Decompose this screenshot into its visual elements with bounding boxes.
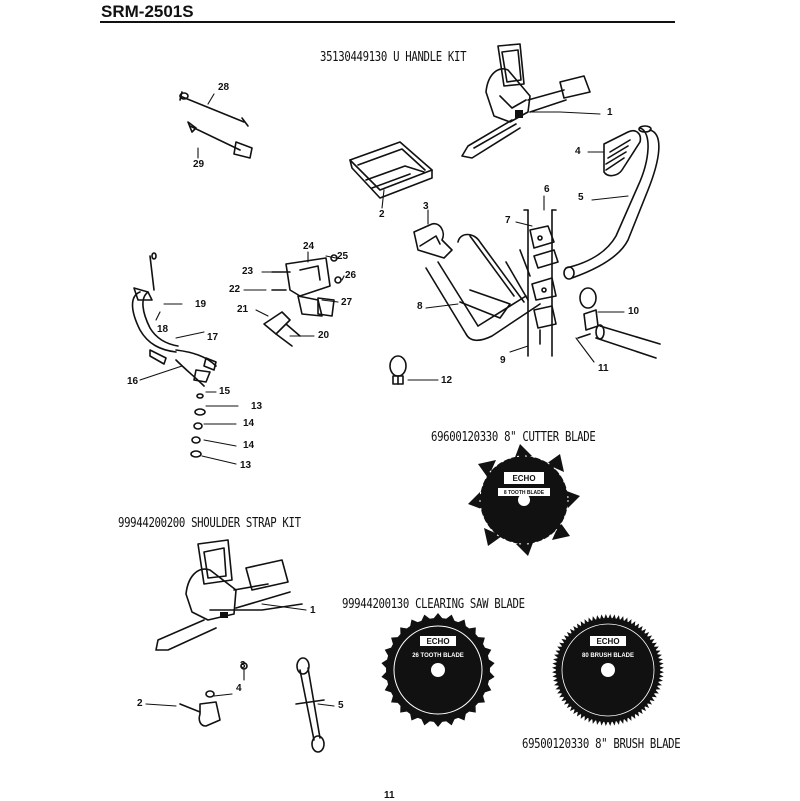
callout-3: 3 <box>423 201 429 212</box>
cutter-blade-drawing: ECHO 8 TOOTH BLADE <box>468 444 580 556</box>
strap-callout-4: 4 <box>236 683 242 694</box>
cutter-blade-name: 8 TOOTH BLADE <box>504 490 545 496</box>
callout-19: 19 <box>195 299 207 310</box>
callout-10: 10 <box>628 306 640 317</box>
washer-stack-drawing <box>190 393 206 458</box>
clearing-saw-blade-drawing: ECHO 26 TOOTH BLADE <box>381 613 495 727</box>
callout-28: 28 <box>218 82 230 93</box>
u-handle-kit-title: 35130449130 U HANDLE KIT <box>320 50 467 65</box>
cutter-blade-title: 69600120330 8" CUTTER BLADE <box>431 430 596 445</box>
callout-1: 1 <box>607 107 613 118</box>
clearing-blade-brand: ECHO <box>426 637 449 646</box>
callout-12: 12 <box>441 375 453 386</box>
callout-15: 15 <box>219 386 231 397</box>
callout-21: 21 <box>237 304 249 315</box>
strap-hardware-drawing <box>179 657 325 753</box>
callout-24: 24 <box>303 241 315 252</box>
clamp-assembly-drawing <box>523 209 559 357</box>
page-number: 11 <box>384 790 395 801</box>
throttle-cable-drawing <box>131 252 217 387</box>
callout-18: 18 <box>157 324 169 335</box>
grip-drawing <box>603 129 642 177</box>
callout-26: 26 <box>345 270 357 281</box>
brush-blade-brand: ECHO <box>596 637 619 646</box>
callout-8: 8 <box>417 301 423 312</box>
brush-blade-name: 80 BRUSH BLADE <box>582 653 634 659</box>
callout-27: 27 <box>341 297 353 308</box>
callout-16: 16 <box>127 376 139 387</box>
handle-bar-drawing <box>563 125 660 280</box>
brush-blade-title: 69500120330 8" BRUSH BLADE <box>522 737 681 752</box>
strap-callout-2: 2 <box>137 698 143 709</box>
callout-5: 5 <box>578 192 584 203</box>
clearing-saw-blade-title: 99944200130 CLEARING SAW BLADE <box>342 597 525 612</box>
callout-17: 17 <box>207 332 219 343</box>
strap-callout-1: 1 <box>310 605 316 616</box>
callout-13a: 13 <box>251 401 263 412</box>
callout-14b: 14 <box>243 440 255 451</box>
model-number: SRM-2501S <box>101 2 194 21</box>
callout-25: 25 <box>337 251 349 262</box>
harness-strap-drawing <box>155 539 303 651</box>
cutter-blade-brand: ECHO <box>512 474 535 483</box>
eyelet-drawing <box>389 355 407 385</box>
callout-7: 7 <box>505 215 511 226</box>
callout-13b: 13 <box>240 460 252 471</box>
callout-14a: 14 <box>243 418 255 429</box>
clearing-blade-name: 26 TOOTH BLADE <box>412 653 464 659</box>
callout-22: 22 <box>229 284 241 295</box>
shoulder-strap-kit-title: 99944200200 SHOULDER STRAP KIT <box>118 516 301 531</box>
callout-6: 6 <box>544 184 550 195</box>
callout-9: 9 <box>500 355 506 366</box>
shaft-drawing <box>595 324 661 359</box>
u-handle-drawing <box>413 222 541 342</box>
brush-blade-drawing: ECHO 80 BRUSH BLADE <box>552 614 664 726</box>
callout-20: 20 <box>318 330 330 341</box>
tools-drawing <box>179 91 253 159</box>
callout-11: 11 <box>598 363 609 374</box>
harness-top-drawing <box>461 43 591 159</box>
callout-23: 23 <box>242 266 254 277</box>
throttle-lever-drawing <box>263 254 342 347</box>
bracket-drawing <box>577 287 599 339</box>
callout-29: 29 <box>193 159 205 170</box>
header-rule <box>100 21 675 23</box>
callout-leaders <box>139 93 629 707</box>
strap-callout-5: 5 <box>338 700 344 711</box>
pad-drawing <box>349 141 433 199</box>
strap-callout-3: 3 <box>240 660 246 671</box>
callout-2: 2 <box>379 209 385 220</box>
callout-4: 4 <box>575 146 581 157</box>
